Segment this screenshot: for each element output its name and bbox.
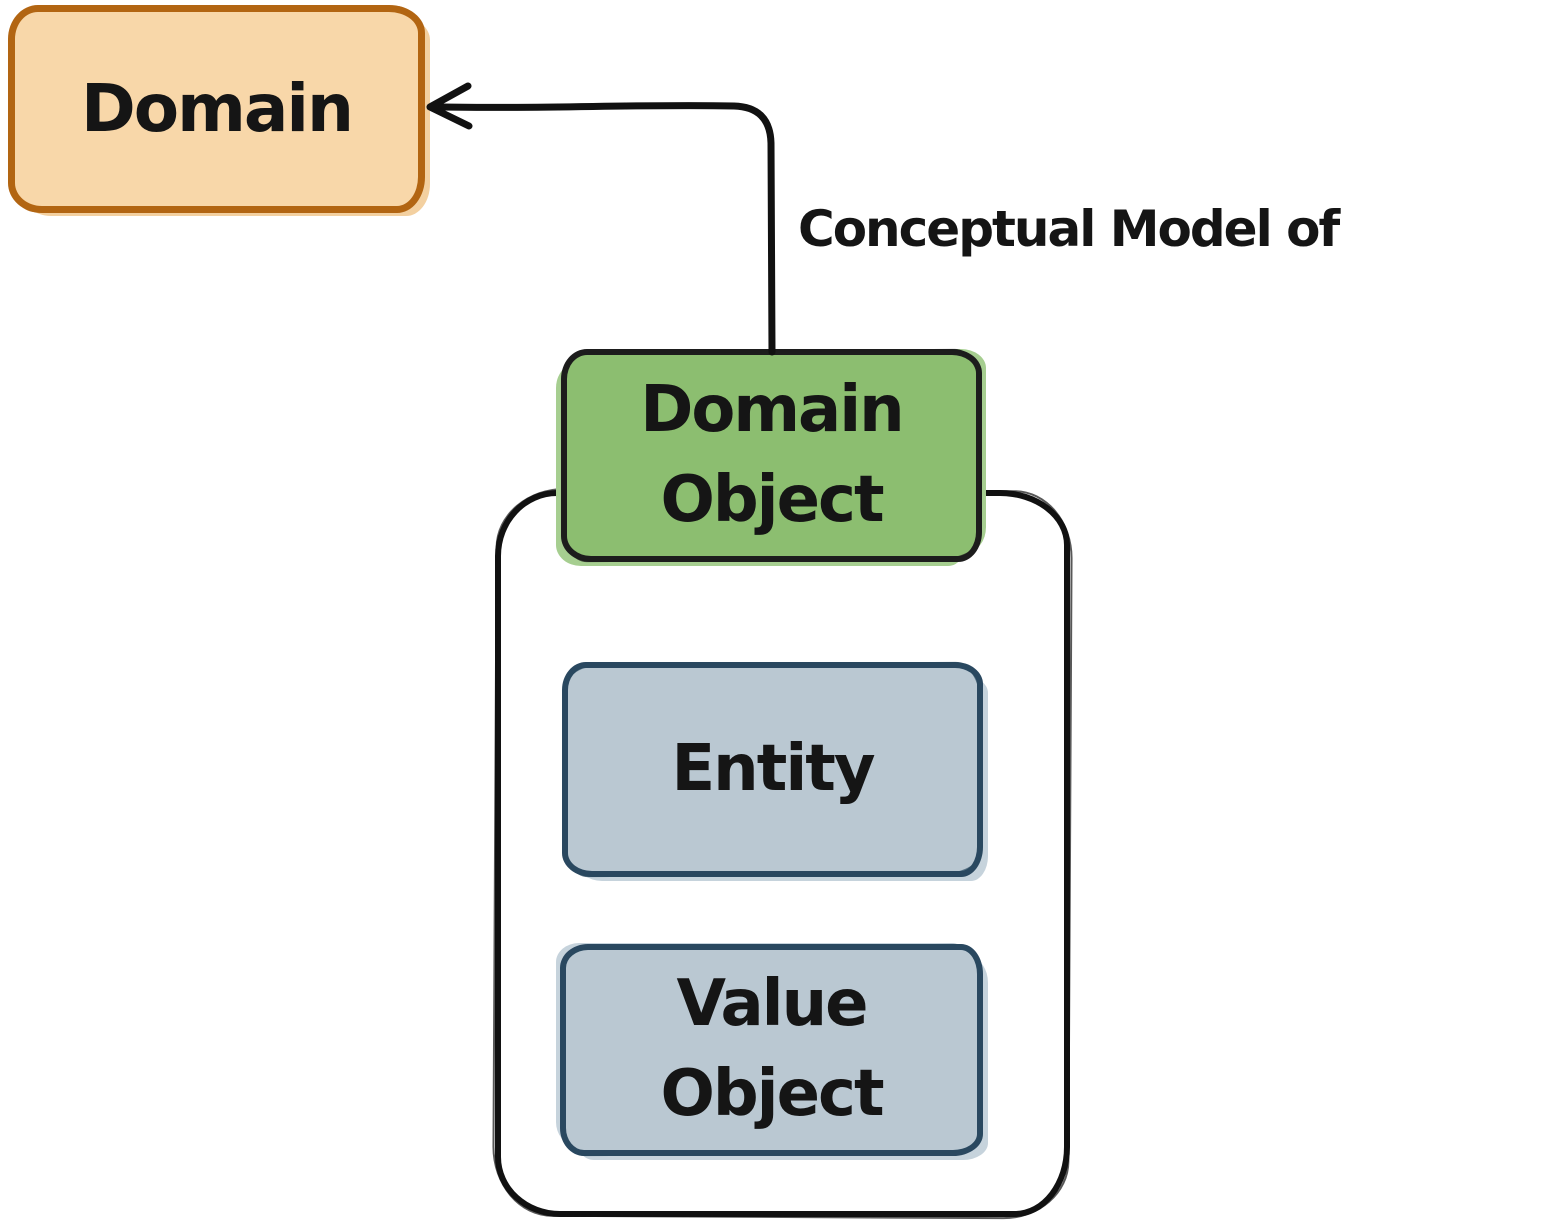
edge-arrow-line [437, 102, 776, 356]
node-entity-label: Entity [671, 731, 875, 806]
node-domain-label: Domain [80, 69, 354, 147]
node-domain-object: Domain Object [561, 349, 982, 562]
node-domain: Domain [8, 5, 425, 213]
edge-label: Conceptual Model of [798, 200, 1340, 258]
node-value-object-label: Value Object [660, 967, 884, 1131]
node-domain-object-label: Domain Object [640, 372, 904, 537]
node-value-object: Value Object [560, 944, 983, 1156]
arrowhead-icon [426, 82, 473, 130]
node-entity: Entity [562, 662, 983, 877]
